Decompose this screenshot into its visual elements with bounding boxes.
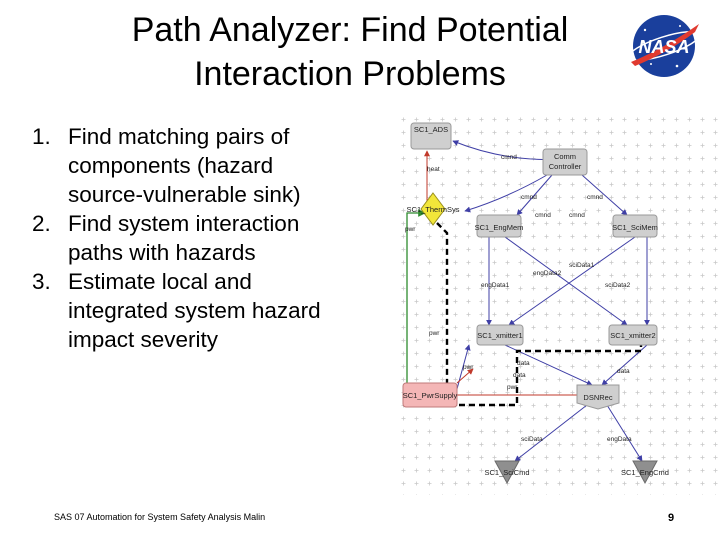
edge-label-data: data: [517, 360, 530, 367]
step-number: 2.: [32, 211, 51, 236]
diagram-grid: [397, 113, 720, 495]
node-comm-label-2: Controller: [549, 162, 582, 171]
node-comm-controller[interactable]: Comm Controller: [542, 148, 588, 176]
node-sc1-scicmd[interactable]: SC1_SciCmd: [484, 460, 530, 485]
node-sc1-scicmd-label: SC1_SciCmd: [484, 468, 529, 477]
step-line: source-vulnerable sink): [68, 182, 301, 207]
edge-label-pwr: pwr: [463, 364, 474, 371]
step-line: paths with hazards: [68, 240, 256, 265]
node-sc1-engmem-label: SC1_EngMem: [475, 223, 524, 232]
node-sc1-xmitter2[interactable]: SC1_xmitter2: [608, 324, 658, 346]
node-sc1-pwrsupply[interactable]: SC1_PwrSupply: [402, 382, 458, 408]
edge-cmnd-scimem: [581, 174, 628, 216]
node-sc1-ads-label: SC1_ADS: [414, 125, 448, 134]
node-comm-label-1: Comm: [554, 152, 576, 161]
step-item: 2. Find system interaction paths with ha…: [32, 209, 402, 267]
step-number: 3.: [32, 269, 51, 294]
edge-pwr-data: [456, 368, 474, 384]
step-number: 1.: [32, 124, 51, 149]
edge-scidata-out: [514, 404, 588, 462]
step-item: 1. Find matching pairs of components (ha…: [32, 122, 402, 209]
edge-engdata2: [504, 236, 628, 326]
edge-label-data: data: [617, 368, 630, 375]
edge-label-cmnd: cmnd: [535, 212, 551, 219]
step-line: impact severity: [68, 327, 219, 352]
interaction-diagram: SC1_ADS Comm Controller SC1_ThermSys SC1…: [397, 113, 720, 495]
node-sc1-ads[interactable]: SC1_ADS: [410, 122, 452, 150]
node-sc1-thermsys[interactable]: SC1_ThermSys: [407, 192, 460, 226]
edge-label-engdata2: engData2: [533, 270, 562, 277]
edge-label-data: data: [513, 372, 526, 379]
slide-title: Path Analyzer: Find Potential Interactio…: [70, 8, 630, 96]
step-line: components (hazard: [68, 153, 274, 178]
edge-pwr-thermsys: [406, 209, 426, 383]
title-line-2: Interaction Problems: [194, 55, 506, 93]
node-sc1-scimem-label: SC1_SciMem: [612, 223, 658, 232]
steps-list: 1. Find matching pairs of components (ha…: [32, 122, 402, 354]
footer-text: SAS 07 Automation for System Safety Anal…: [54, 512, 266, 522]
edge-label-cmnd: cmnd: [587, 194, 603, 201]
step-line: Find matching pairs of: [68, 124, 290, 149]
nasa-logo-text: NASA: [638, 37, 689, 57]
edge-scidata1: [508, 236, 636, 326]
edge-label-cmnd: cmnd: [501, 154, 517, 161]
nasa-logo: NASA: [627, 15, 701, 77]
edge-label-pwr: pwr: [507, 384, 518, 391]
node-sc1-pwrsupply-label: SC1_PwrSupply: [403, 391, 458, 400]
edge-engdata-out: [606, 404, 643, 462]
node-sc1-xmitter2-label: SC1_xmitter2: [610, 331, 655, 340]
step-line: Estimate local and: [68, 269, 252, 294]
node-sc1-scimem[interactable]: SC1_SciMem: [612, 214, 658, 238]
edge-cmnd-engmem: [516, 174, 553, 216]
edge-label-engdata: engData: [607, 436, 632, 443]
edge-label-scidata1: sciData1: [569, 262, 595, 269]
node-dsnrec[interactable]: DSNRec: [576, 384, 620, 410]
edge-label-cmnd: cmnd: [569, 212, 585, 219]
node-sc1-engmem[interactable]: SC1_EngMem: [475, 214, 524, 238]
page-number: 9: [668, 512, 675, 524]
step-line: Find system interaction: [68, 211, 300, 236]
node-sc1-engcmd[interactable]: SC1_EngCmd: [621, 460, 669, 485]
node-sc1-engcmd-label: SC1_EngCmd: [621, 468, 669, 477]
node-dsnrec-label: DSNRec: [583, 393, 612, 402]
edge-label-engdata1: engData1: [481, 282, 510, 289]
step-line: integrated system hazard: [68, 298, 321, 323]
edge-label-heat: heat: [427, 166, 440, 173]
hazard-path: [436, 222, 643, 407]
edge-cmnd-thermsys: [464, 174, 548, 213]
edge-label-cmnd: cmnd: [521, 194, 537, 201]
node-sc1-xmitter1-label: SC1_xmitter1: [477, 331, 522, 340]
edge-label-scidata: sciData: [521, 436, 543, 443]
edge-label-pwr: pwr: [429, 330, 440, 337]
node-sc1-xmitter1[interactable]: SC1_xmitter1: [476, 324, 524, 346]
node-sc1-thermsys-label: SC1_ThermSys: [407, 205, 460, 214]
edge-label-scidata2: sciData2: [605, 282, 631, 289]
edge-label-pwr: pwr: [405, 226, 416, 233]
title-line-1: Path Analyzer: Find Potential: [131, 11, 569, 49]
step-item: 3. Estimate local and integrated system …: [32, 267, 402, 354]
